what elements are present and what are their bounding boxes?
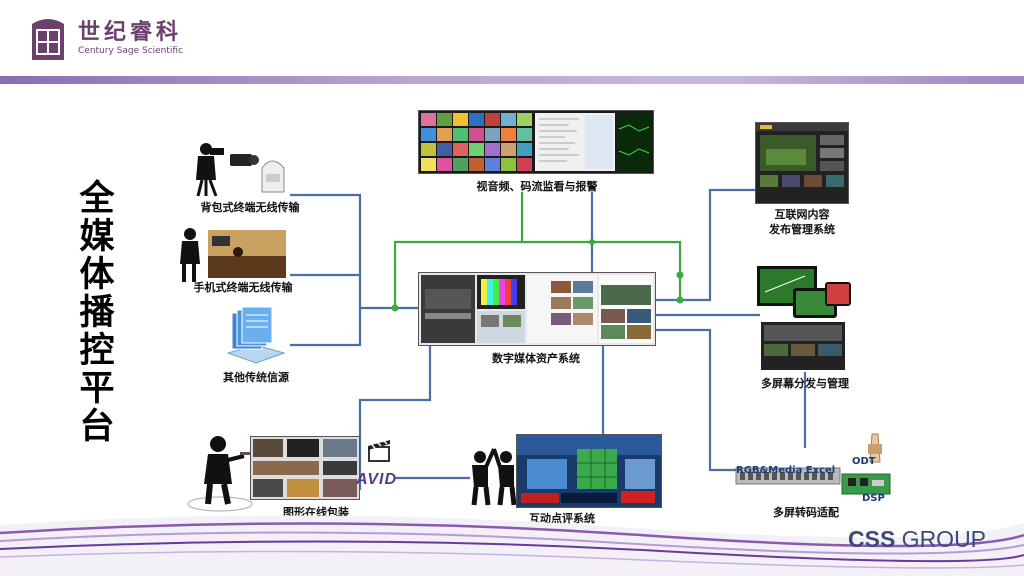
avid-logo: AVID: [356, 471, 398, 488]
interactive-studio-screenshot: [516, 434, 662, 508]
logo-chinese-name: 世纪睿科: [78, 19, 183, 45]
monitoring-screenshot: [418, 110, 654, 174]
dsp-label: DSP: [862, 493, 885, 504]
node-label-internet-1: 互联网内容: [774, 208, 830, 221]
internet-portal-screenshot: [755, 122, 849, 204]
graphics-screenshot: [250, 436, 360, 500]
odt-label: ODT: [852, 456, 876, 467]
rgb-media-excel-device-icon: [735, 467, 841, 485]
node-label-monitoring: 视音频、码流监看与报警: [476, 180, 598, 193]
presenter-icon: [187, 436, 253, 512]
node-label-internet-2: 发布管理系统: [769, 223, 835, 236]
vertical-title: 全 媒 体 播 控 平 台: [76, 180, 118, 446]
title-char: 平: [79, 369, 115, 409]
node-label-other-sources: 其他传统信源: [223, 371, 289, 384]
node-label-mobile: 手机式终端无线传输: [193, 281, 293, 294]
high-five-people-icon: [471, 448, 517, 506]
node-label-backpack: 背包式终端无线传输: [200, 201, 300, 214]
odt-module-icon: [868, 433, 882, 463]
mobile-operator-icon: [180, 228, 286, 282]
title-char: 体: [79, 255, 115, 295]
brand-bold: CSS: [848, 526, 896, 552]
brand-rest: GROUP: [895, 526, 987, 552]
camera-operator-icon: [196, 143, 285, 197]
rgb-media-excel-label: RGB&Media Excel: [736, 465, 836, 476]
title-char: 台: [79, 407, 115, 447]
dam-system-screenshot: [418, 272, 656, 346]
footer-swoosh: [0, 515, 1024, 576]
logo-seal-icon: [32, 19, 64, 60]
node-label-interactive: 互动点评系统: [529, 512, 595, 525]
title-char: 媒: [79, 217, 115, 257]
node-label-transcode: 多屏转码适配: [773, 506, 839, 519]
logo-english-name: Century Sage Scientific: [78, 46, 184, 56]
node-label-dam: 数字媒体资产系统: [492, 352, 580, 365]
header-divider-bar: [0, 76, 1024, 84]
title-char: 控: [79, 331, 115, 371]
clapperboard-icon: [368, 440, 390, 462]
node-label-multiscreen-distribution: 多屏幕分发与管理: [761, 377, 849, 390]
stacked-screens-icon: [226, 306, 286, 364]
multiscreen-devices-icon: [757, 266, 851, 370]
title-char: 全: [79, 179, 115, 219]
css-group-brand: CSS GROUP: [848, 526, 986, 553]
dsp-board-icon: [841, 473, 891, 495]
title-char: 播: [79, 293, 115, 333]
